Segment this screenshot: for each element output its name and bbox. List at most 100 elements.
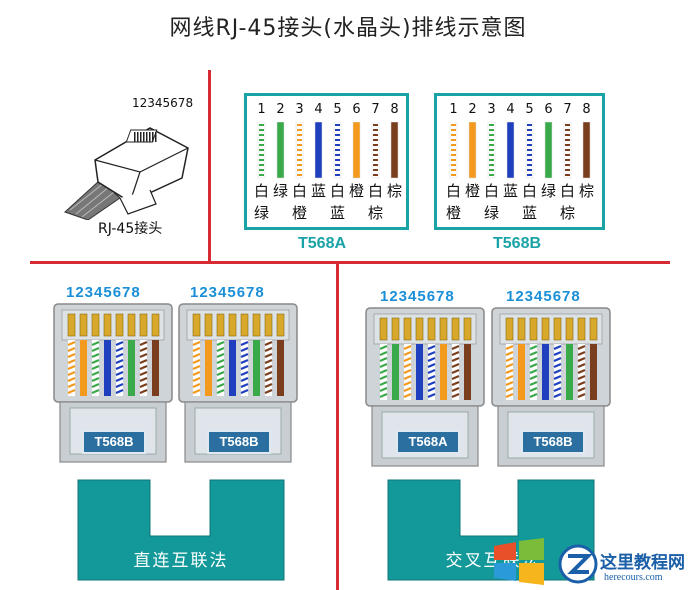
color-label: 橙 [445, 204, 461, 222]
color-label: 蓝 [502, 182, 518, 200]
color-label: 蓝 [329, 204, 345, 222]
plug-wire [505, 344, 514, 400]
crossover-left-plug [365, 307, 485, 467]
color-label: 绿 [483, 204, 499, 222]
rj45-label: RJ-45接头 [98, 221, 163, 237]
divider-horizontal [30, 261, 670, 264]
plug-wire [80, 340, 87, 396]
color-label: 白 [559, 182, 575, 200]
plug-wire [464, 344, 471, 400]
color-label: 棕 [367, 204, 383, 222]
wire-sample [544, 122, 553, 179]
wire-sample [276, 122, 285, 179]
crossover-left-standard-label: T568A [396, 430, 460, 454]
plug-wire [152, 340, 159, 396]
straight-right-plug [178, 303, 298, 463]
plug-wire [264, 340, 273, 396]
crossover-right-plug [491, 307, 611, 467]
color-label: 白 [291, 182, 307, 200]
wire-sample [314, 122, 323, 179]
plug-wire [216, 340, 225, 396]
wire-sample [449, 122, 458, 179]
plug-wire [529, 344, 538, 400]
color-label: 白 [329, 182, 345, 200]
pin-label: 8 [582, 102, 591, 117]
color-label: 橙 [291, 204, 307, 222]
plug-wire [518, 344, 525, 400]
t568b-color-top: 白橙白蓝白绿白棕 [444, 180, 596, 201]
t568a-color-bottom: 绿橙蓝棕 [252, 202, 404, 223]
pin-label: 5 [333, 102, 342, 117]
plug-wire [451, 344, 460, 400]
crossover-right-standard-label: T568B [521, 430, 585, 454]
plug-wire [115, 340, 124, 396]
color-label: 白 [521, 182, 537, 200]
color-label: 蓝 [310, 182, 326, 200]
pin-label: 3 [295, 102, 304, 117]
windows-logo-icon [494, 538, 544, 585]
pin-label: 2 [276, 102, 285, 117]
crossover-left-pin-numbers: 12345678 [380, 288, 455, 305]
color-label: 绿 [253, 204, 269, 222]
color-label: 白 [483, 182, 499, 200]
plug-wire [67, 340, 76, 396]
color-label: 棕 [559, 204, 575, 222]
wire-sample [525, 122, 534, 179]
plug-wire [192, 340, 201, 396]
pin-label: 4 [314, 102, 323, 117]
t568b-color-bottom: 橙绿蓝棕 [444, 202, 596, 223]
pin-label: 4 [506, 102, 515, 117]
plug-wire [253, 340, 260, 396]
color-label: 橙 [348, 182, 364, 200]
pin-label: 7 [371, 102, 380, 117]
pin-label: 2 [468, 102, 477, 117]
color-label: 橙 [464, 182, 480, 200]
plug-wire [128, 340, 135, 396]
plug-wire [379, 344, 388, 400]
plug-wire [427, 344, 436, 400]
divider-vertical-bottom [336, 264, 339, 590]
color-label: 白 [367, 182, 383, 200]
plug-wire [139, 340, 148, 396]
straight-left-standard-label: T568B [82, 430, 146, 454]
plug-wire [553, 344, 562, 400]
page-title: 网线RJ-45接头(水晶头)排线示意图 [169, 16, 527, 41]
straight-left-plug [53, 303, 173, 463]
color-label: 绿 [272, 182, 288, 200]
pin-label: 1 [449, 102, 458, 117]
plug-wire [277, 340, 284, 396]
wire-sample [487, 122, 496, 179]
plug-wire [416, 344, 423, 400]
color-label: 蓝 [521, 204, 537, 222]
pin-label: 1 [257, 102, 266, 117]
pin-label: 8 [390, 102, 399, 117]
divider-vertical-top [208, 70, 211, 262]
t568b-wires [449, 122, 591, 179]
color-label: 白 [253, 182, 269, 200]
wire-sample [468, 122, 477, 179]
plug-wire [440, 344, 447, 400]
wire-sample [352, 122, 361, 179]
plug-wire [104, 340, 111, 396]
pin-label: 7 [563, 102, 572, 117]
rj45-illustration: 12345678 RJ-45接头 [60, 92, 200, 237]
rj45-plug-drawing [64, 127, 189, 220]
plug-wire [403, 344, 412, 400]
wire-sample [582, 122, 591, 179]
straight-right-pin-numbers: 12345678 [190, 284, 265, 301]
plug-wire [240, 340, 249, 396]
pin-label: 3 [487, 102, 496, 117]
plug-wire [91, 340, 100, 396]
plug-wire [229, 340, 236, 396]
straight-cable [77, 479, 285, 581]
pin-label: 6 [352, 102, 361, 117]
wire-sample [563, 122, 572, 179]
color-label: 绿 [540, 182, 556, 200]
wire-sample [333, 122, 342, 179]
watermark: 这里教程网 herecours.com [492, 530, 696, 590]
color-label: 棕 [386, 182, 402, 200]
plug-wire [577, 344, 586, 400]
